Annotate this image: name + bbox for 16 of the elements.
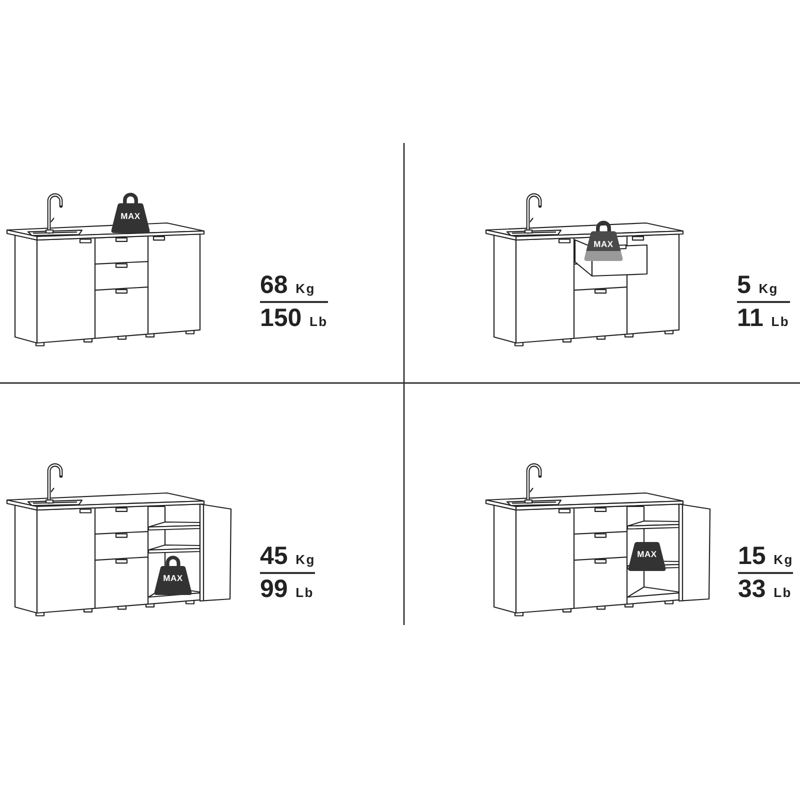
weight-capacity: 150 Lb (260, 306, 328, 331)
weight-shape (153, 555, 193, 595)
weight-shape (110, 192, 151, 233)
weight-capacity: 68 Kg (260, 273, 316, 298)
weight-capacity: 45 Kg (260, 544, 316, 569)
weight-capacity: 11 Lb (737, 306, 790, 331)
weight-capacity: 5 Kg (737, 273, 778, 298)
weight-label: MAX (594, 240, 614, 249)
weight-shape (583, 220, 624, 261)
weight-capacity: 99 Lb (260, 577, 314, 602)
weight-shape (627, 542, 667, 571)
weight-capacity: 15 Kg (738, 544, 794, 569)
weight-label: MAX (120, 212, 140, 221)
weight-label: MAX (637, 550, 657, 559)
weight-capacity: 33 Lb (738, 577, 792, 602)
weight-label: MAX (163, 574, 183, 583)
